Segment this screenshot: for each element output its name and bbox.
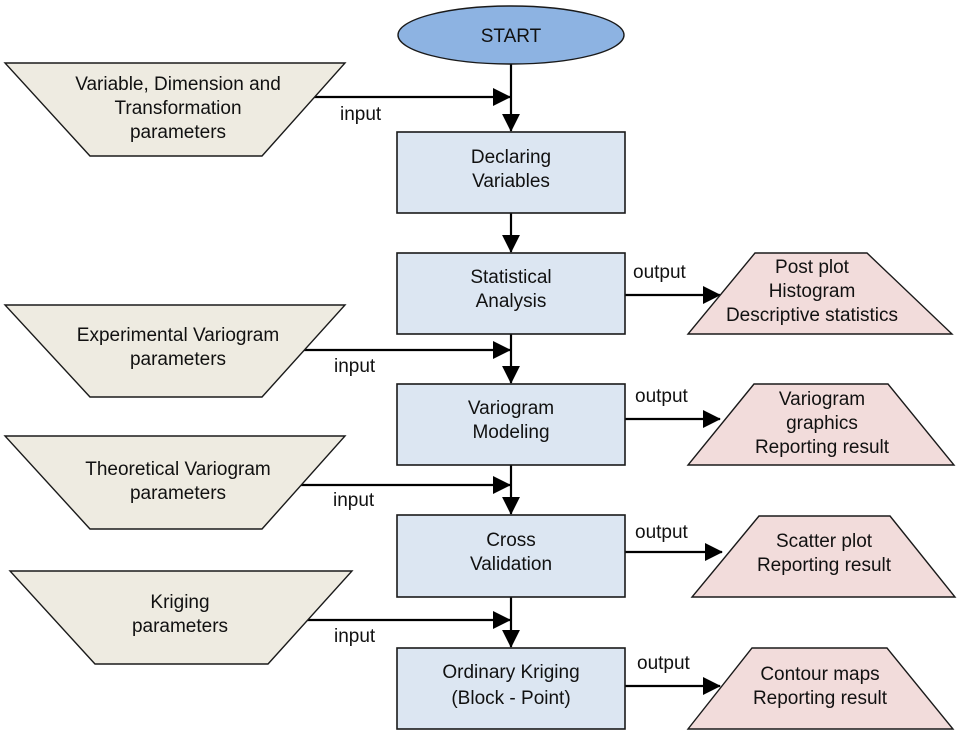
- output-edge-label: output: [633, 262, 687, 283]
- input-theoretical-variogram[interactable]: Theoretical Variogram parameters: [3, 435, 347, 530]
- input-label-line: Transformation: [114, 98, 241, 119]
- output-label-line: Reporting result: [755, 437, 890, 458]
- output-trapezoid: [686, 647, 955, 730]
- output-label-line: graphics: [786, 413, 858, 434]
- start-label: START: [481, 26, 542, 47]
- input-trapezoid: [8, 570, 354, 665]
- input-edge-label: input: [334, 356, 376, 377]
- process-label-line: Statistical: [470, 267, 551, 288]
- process-label-line: Variogram: [468, 398, 554, 419]
- input-label-line: Experimental Variogram: [77, 325, 279, 346]
- output-edge-label: output: [637, 653, 691, 674]
- process-label-line: Declaring: [471, 147, 551, 168]
- output-label-line: Variogram: [779, 389, 865, 410]
- output-trapezoid: [686, 252, 954, 335]
- input-label-line: Kriging: [150, 592, 209, 613]
- edge-labels: input input input input output output ou…: [333, 104, 691, 674]
- process-box: [396, 647, 626, 730]
- input-trapezoid: [3, 304, 347, 398]
- process-label-line: Cross: [486, 530, 536, 551]
- process-box: [396, 131, 626, 214]
- svg-text:Ordinary Kriging(Block - Point: Ordinary Kriging (Block - Point): [442, 662, 579, 709]
- input-edge-label: input: [334, 626, 376, 647]
- input-label-line: parameters: [130, 122, 226, 143]
- input-experimental-variogram[interactable]: Experimental Variogram parameters: [3, 304, 347, 398]
- output-label-line: Scatter plot: [776, 531, 873, 552]
- output-label-line: Descriptive statistics: [726, 305, 898, 326]
- output-label-line: Contour maps: [760, 664, 879, 685]
- input-trapezoid: [3, 62, 347, 157]
- input-label-line: Variable, Dimension and: [75, 74, 281, 95]
- input-trapezoid: [3, 435, 347, 530]
- input-label-line: parameters: [130, 349, 226, 370]
- process-label-line: Validation: [470, 554, 552, 575]
- output-connectors: [625, 286, 723, 695]
- output-trapezoid: [690, 515, 957, 598]
- output-label-line: Reporting result: [757, 555, 892, 576]
- process-label-line: Analysis: [476, 291, 547, 312]
- process-ordinary-kriging[interactable]: Ordinary Kriging (Block - Point): [396, 647, 626, 730]
- output-trapezoid: [686, 383, 956, 466]
- input-connectors: [301, 88, 511, 629]
- input-label-line: Theoretical Variogram: [85, 459, 271, 480]
- output-label-line: Histogram: [769, 281, 856, 302]
- input-edge-label: input: [333, 490, 375, 511]
- process-label-line: Variables: [472, 171, 550, 192]
- process-box: [396, 252, 626, 335]
- input-label-line: parameters: [132, 616, 228, 637]
- input-kriging-parameters[interactable]: Kriging parameters: [8, 570, 354, 665]
- input-edge-label: input: [340, 104, 382, 125]
- output-edge-label: output: [635, 522, 689, 543]
- output-label-line: Post plot: [775, 257, 850, 278]
- process-label-line: Modeling: [472, 422, 549, 443]
- process-label-line: (Block - Point): [451, 688, 570, 709]
- input-label-line: parameters: [130, 483, 226, 504]
- start-ellipse: [397, 5, 625, 65]
- output-edge-label: output: [635, 386, 689, 407]
- start-terminator[interactable]: START: [397, 5, 625, 65]
- process-label-line: Ordinary Kriging: [442, 662, 579, 683]
- output-label-line: Reporting result: [753, 688, 888, 709]
- process-box: [396, 383, 626, 466]
- process-box: [396, 514, 626, 598]
